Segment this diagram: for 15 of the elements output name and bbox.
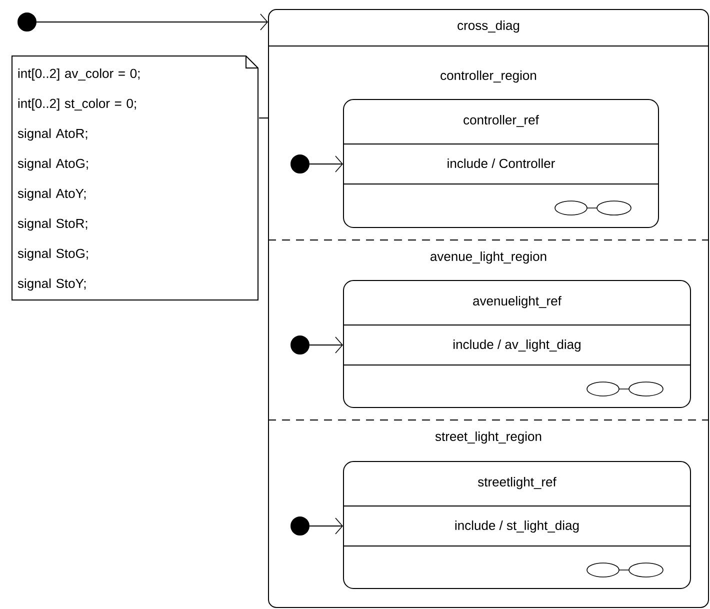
initial-state bbox=[290, 336, 310, 354]
transition-arrow bbox=[309, 156, 343, 172]
state-box: avenuelight_ref include / av_light_diag bbox=[342, 280, 691, 408]
initial-state bbox=[290, 516, 310, 536]
initial-state bbox=[18, 12, 36, 32]
transition-arrow bbox=[309, 518, 343, 534]
region: controller_region bbox=[440, 70, 536, 83]
note: int[0..2] av_color = 0; int[0..2] st_color = 0; signal AtoR; signal AtoG; signal AtoY; signal StoR; signal StoG; signal StoY; bbox=[12, 56, 258, 300]
transition-arrow bbox=[309, 336, 343, 354]
region: street_light_region bbox=[435, 432, 542, 444]
region: avenue_light_region bbox=[430, 252, 546, 264]
state-box: streetlight_ref include / st_light_diag bbox=[342, 461, 691, 589]
state-box: controller_ref include / Controller bbox=[342, 99, 659, 228]
initial-state bbox=[290, 154, 310, 174]
transition-arrow bbox=[36, 14, 268, 30]
